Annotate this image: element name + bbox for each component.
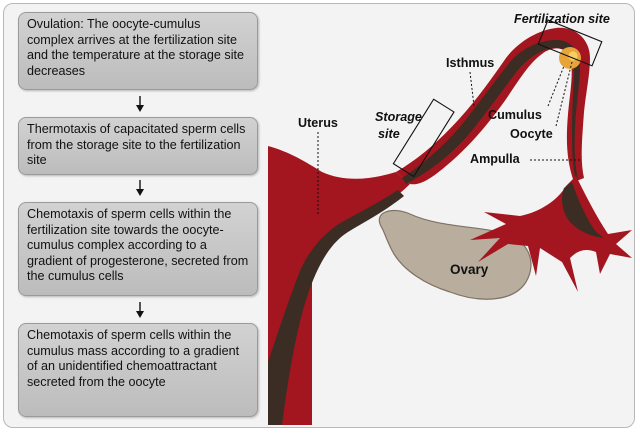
oocyte-leader <box>555 61 573 127</box>
step-ovulation-box: Ovulation: The oocyte-cumulus complex ar… <box>18 12 258 90</box>
uterus-lumen <box>268 190 404 425</box>
step-chemotaxis-progesterone-box: Chemotaxis of sperm cells within the fer… <box>18 202 258 296</box>
ovary-label: Ovary <box>450 262 489 277</box>
storage-site-label-line1: Storage <box>375 110 422 124</box>
ampulla-lumen <box>562 182 604 238</box>
cumulus-leader <box>547 65 565 107</box>
isthmus-leader <box>469 71 475 107</box>
oocyte-label: Oocyte <box>510 127 553 141</box>
flow-arrow-3 <box>136 302 144 318</box>
flow-arrow-1 <box>136 96 144 112</box>
fertilization-site-label: Fertilization site <box>514 12 610 26</box>
storage-site-label-line2: site <box>378 127 400 141</box>
cumulus-label: Cumulus <box>488 108 542 122</box>
oocyte-sphere <box>568 51 578 61</box>
flow-arrow-2 <box>136 180 144 196</box>
fertilization-site-box <box>537 19 603 67</box>
uterus-shape <box>268 146 410 425</box>
storage-site-box <box>392 98 455 178</box>
ampulla-fimbriae <box>470 176 632 292</box>
isthmus-label: Isthmus <box>446 56 495 70</box>
ampulla-label: Ampulla <box>470 152 520 166</box>
uterus-label: Uterus <box>298 116 338 130</box>
step-chemotaxis-oocyte-box: Chemotaxis of sperm cells within the cum… <box>18 323 258 417</box>
step-thermotaxis-box: Thermotaxis of capacitated sperm cells f… <box>18 117 258 175</box>
oviduct-lumen <box>402 40 580 184</box>
